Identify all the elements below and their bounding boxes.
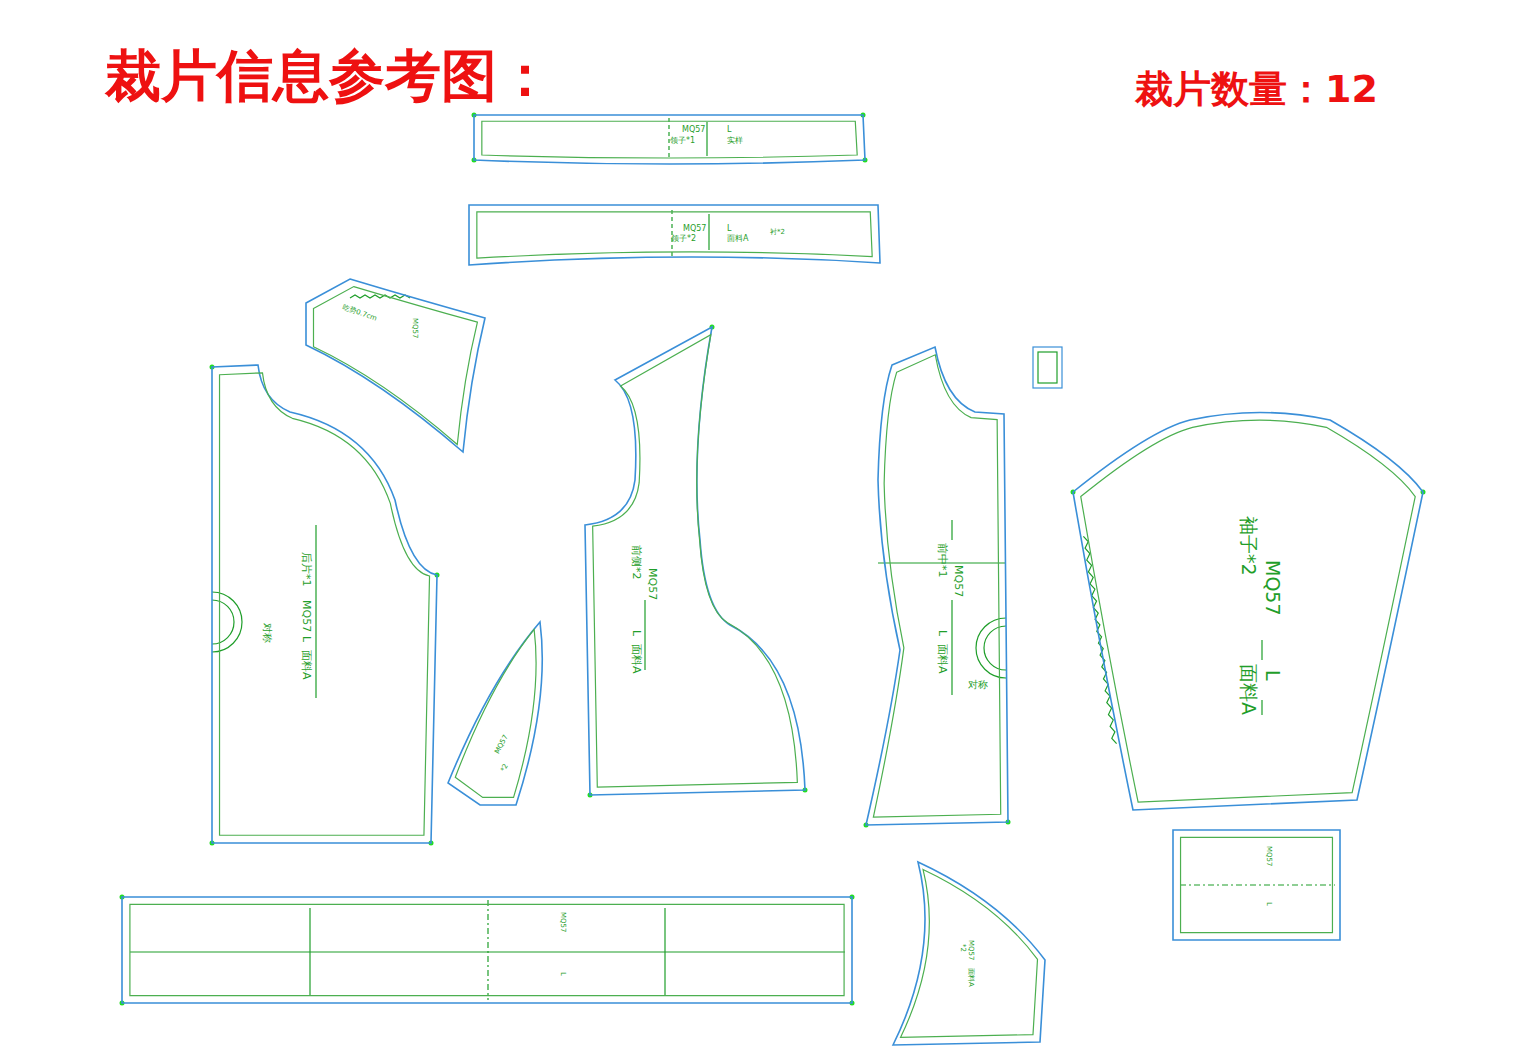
piece-count: 裁片数量：12 [1135, 70, 1378, 108]
collar-piece: MQ57 领子*1 L 实样 [470, 108, 870, 172]
piece-label: MQ57 [1265, 846, 1272, 866]
piece-label: MQ57 [559, 912, 566, 932]
grain-line [1261, 700, 1262, 715]
piece-label: MQ57 [953, 565, 964, 597]
piece-label: 对称 [262, 623, 272, 643]
piece-label: *2 [959, 944, 966, 952]
piece-outline [118, 893, 856, 1007]
tiny-piece-inner [1038, 352, 1057, 383]
facing-piece: 吃势0.7cmMQ57 [300, 274, 490, 457]
piece-label: L [727, 225, 731, 233]
collar-piece: MQ57 领子*2 L 面料A 衬*2 [465, 200, 885, 270]
piece-label: 面料A [631, 644, 642, 674]
piece-label: 领子*1 [670, 137, 695, 145]
band-line [487, 900, 488, 1000]
piece-label: 领子*2 [671, 235, 696, 243]
piece-label: L [631, 630, 642, 636]
piece-label: MQ57 [301, 600, 312, 632]
piece-label: 前侧*2 [631, 545, 642, 580]
small-piece: MQ57 *2 [443, 615, 555, 810]
grain-line [951, 600, 952, 695]
piece-label: 对称 [968, 680, 988, 690]
grain-line [951, 520, 952, 540]
side-front-piece: 前侧*2MQ57L 面料A [580, 320, 810, 800]
piece-label: 面料A [937, 644, 948, 674]
piece-label: L [937, 630, 948, 636]
piece-label: 前中*1 [937, 543, 948, 578]
curved-piece: MQ57*2 面料A [888, 855, 1050, 1050]
piece-label: MQ57 [682, 126, 705, 134]
grain-line [644, 600, 645, 670]
piece-label: L [301, 636, 312, 642]
neck-notch [976, 618, 1006, 678]
piece-label: 吃势0.7cm [342, 304, 378, 323]
ease-mark [350, 295, 410, 298]
piece-label: L [1263, 670, 1282, 681]
center-line [671, 210, 672, 258]
back-piece: 后片*1MQ57L 面料A 对称 [205, 360, 445, 850]
rect-piece: MQ57L [1168, 826, 1345, 944]
piece-label: MQ57 [647, 568, 658, 600]
piece-outline [580, 320, 810, 800]
piece-label: 面料A [727, 235, 748, 243]
piece-label: L [559, 972, 566, 976]
piece-label: L [727, 126, 731, 134]
piece-label: 衬*2 [770, 229, 785, 236]
band-piece: MQ57L [118, 893, 856, 1007]
center-line [1180, 884, 1335, 885]
band-line [130, 951, 845, 952]
piece-label: *2 [500, 763, 510, 773]
piece-label: MQ57 [967, 940, 974, 960]
piece-label: 面料A [1239, 664, 1258, 715]
piece-label: 面料A [301, 650, 312, 680]
piece-label: 面料A [967, 968, 974, 987]
piece-outline [205, 360, 445, 850]
piece-label: 后片*1 [301, 552, 312, 587]
center-line [668, 118, 669, 160]
piece-label: L [1265, 902, 1272, 906]
piece-outline [1068, 403, 1428, 815]
grain-line [315, 525, 316, 698]
piece-label: MQ57 [1263, 560, 1282, 616]
piece-label: MQ57 [411, 318, 418, 338]
page-title: 裁片信息参考图： [105, 48, 553, 104]
grain-line [708, 214, 709, 250]
piece-label: 袖子*2 [1239, 516, 1258, 576]
piece-label: MQ57 [494, 734, 510, 755]
piece-outline [443, 615, 555, 810]
piece-label: MQ57 [683, 225, 706, 233]
front-piece: 前中*1MQ57L 面料A 对称 [860, 340, 1015, 830]
tiny-piece [1033, 347, 1062, 388]
piece-label: 实样 [727, 137, 743, 145]
neck-notch [212, 592, 242, 652]
grain-line [706, 122, 707, 156]
piece-outline [300, 274, 490, 457]
grain-line [1261, 640, 1262, 660]
sleeve-piece: 袖子*2MQ57L 面料A [1068, 403, 1428, 815]
piece-outline [1168, 826, 1345, 944]
piece-outline [860, 340, 1015, 830]
